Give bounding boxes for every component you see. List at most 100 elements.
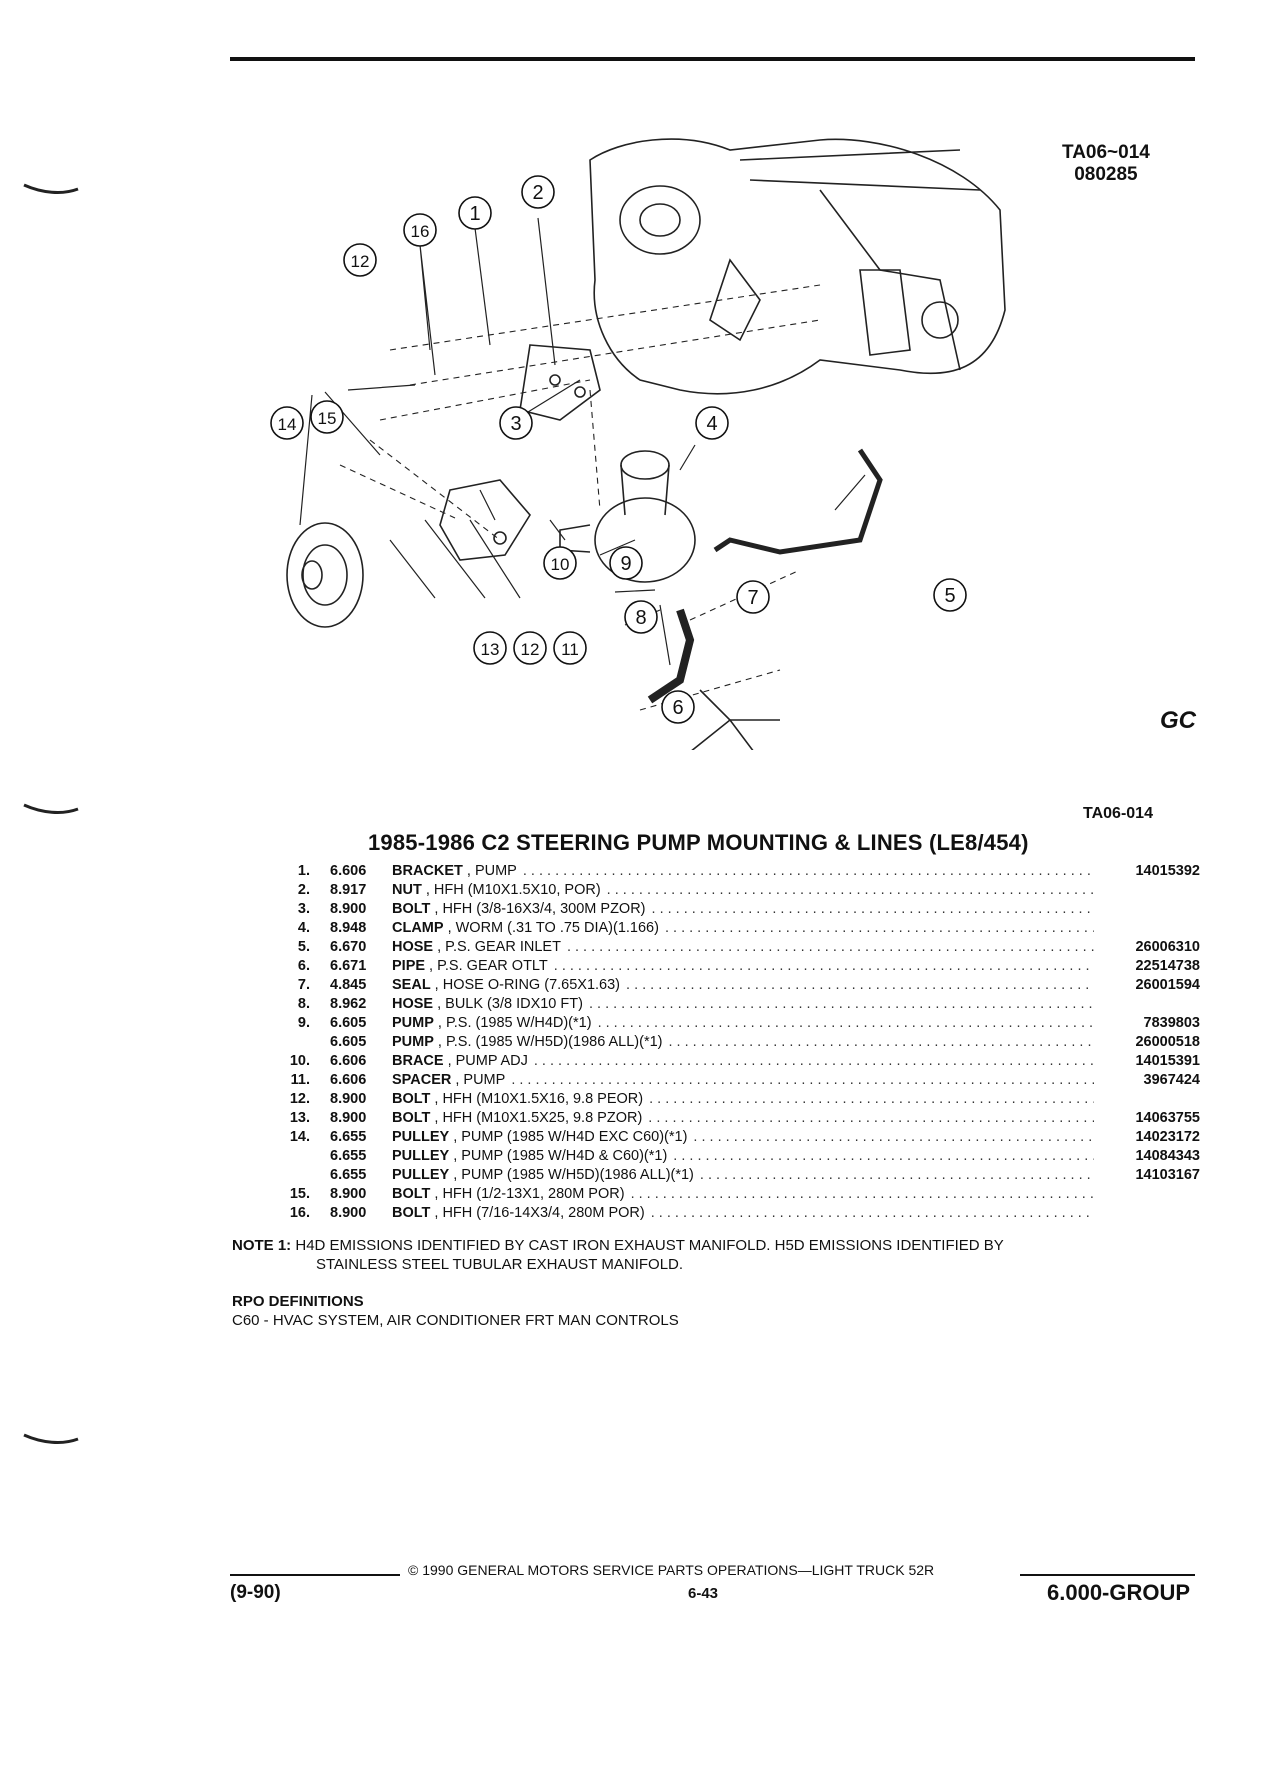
item-number: 4. [297,920,310,936]
part-description: , BULK (3/8 IDX10 FT) [437,996,583,1012]
item-number: 10. [289,1053,310,1069]
group-number: 6.655 [330,1167,367,1183]
part-name: SPACER [392,1072,452,1088]
item-number: 12. [289,1091,310,1107]
group-number: 8.917 [330,882,367,898]
callout-1: 1 [458,196,492,230]
callout-14: 14 [270,406,304,440]
group-number: 8.900 [330,1091,367,1107]
svg-text:16: 16 [411,222,430,241]
part-number: 26000518 [1135,1034,1200,1050]
group-number: 4.845 [330,977,367,993]
part-description: , HFH (3/8-16X3/4, 300M PZOR) [434,901,646,917]
part-name: PULLEY [392,1148,450,1164]
item-number: 16. [289,1205,310,1221]
binder-punch-mark [23,803,79,814]
callout-5: 5 [933,578,967,612]
gear-inlet-hose [713,448,883,555]
svg-text:10: 10 [551,555,570,574]
footer-rule-right [1020,1574,1195,1576]
binder-punch-mark [23,1433,79,1444]
group-number: 6.606 [330,863,367,879]
dot-leader [700,1167,1094,1183]
item-number: 6. [297,958,310,974]
part-name: BOLT [392,1205,431,1221]
section-title: 1985-1986 C2 STEERING PUMP MOUNTING & LI… [368,830,1029,855]
rpo-definitions: RPO DEFINITIONS C60 - HVAC SYSTEM, AIR C… [232,1292,679,1330]
figure-code-line2: 080285 [1074,164,1138,185]
dot-leader [534,1053,1094,1069]
gm-logo: GC [1160,707,1196,734]
dot-leader [626,977,1094,993]
svg-text:14: 14 [278,415,297,434]
dot-leader [651,1205,1094,1221]
dot-leader [665,920,1094,936]
part-name: PUMP [392,1034,434,1050]
callout-8: 8 [624,600,658,634]
part-number: 14103167 [1135,1167,1200,1183]
callout-7: 7 [736,580,770,614]
part-description: , P.S. GEAR OTLT [429,958,548,974]
item-number: 11. [290,1072,310,1088]
binder-punch-mark [23,183,79,194]
callout-4: 4 [695,406,729,440]
part-number: 14015391 [1135,1053,1200,1069]
part-name: BOLT [392,1186,431,1202]
group-number: 6.655 [330,1148,367,1164]
bulk-hose [647,608,695,704]
part-description: , P.S. (1985 W/H4D)(*1) [437,1015,592,1031]
callout-3: 3 [499,406,533,440]
part-description: , WORM (.31 TO .75 DIA)(1.166) [447,920,659,936]
group-label: 6.000-GROUP [1047,1580,1191,1605]
part-number: 14063755 [1135,1110,1200,1126]
dot-leader [649,1091,1094,1107]
svg-text:13: 13 [481,640,500,659]
exploded-diagram: 1 2 3 4 5 6 7 8 9 10 11 12 12 13 14 15 1… [270,138,1006,750]
group-number: 8.948 [330,920,367,936]
figure-code: TA06~014 080285 [1062,142,1150,186]
callout-6: 6 [661,690,695,724]
note-line2: STAINLESS STEEL TUBULAR EXHAUST MANIFOLD… [316,1256,684,1273]
dot-leader [648,1110,1094,1126]
date-code: (9-90) [230,1582,281,1603]
svg-text:2: 2 [532,182,543,204]
callout-2: 2 [521,175,555,209]
page-number: 6-43 [688,1585,719,1602]
part-description: , PUMP (1985 W/H4D EXC C60)(*1) [453,1129,688,1145]
svg-text:12: 12 [351,252,370,271]
group-number: 8.900 [330,901,367,917]
steering-pump [594,497,696,583]
item-number: 7. [297,977,310,993]
group-number: 8.962 [330,996,367,1012]
item-number: 9. [297,1015,310,1031]
part-description: , HFH (M10X1.5X10, POR) [425,882,601,898]
pump-brace [439,479,531,561]
dot-leader [669,1034,1095,1050]
svg-text:5: 5 [944,585,955,607]
dot-leader [607,882,1094,898]
callout-9: 9 [609,546,643,580]
part-name: HOSE [392,939,434,955]
dot-leader [652,901,1094,917]
part-name: PULLEY [392,1167,450,1183]
group-number: 6.671 [330,958,367,974]
note-label: NOTE 1: [232,1237,292,1254]
callout-16: 16 [403,213,437,247]
group-number: 8.900 [330,1186,367,1202]
part-description: , HFH (1/2-13X1, 280M POR) [434,1186,625,1202]
svg-text:7: 7 [747,587,758,609]
part-name: SEAL [392,977,431,993]
dot-leader [673,1148,1094,1164]
callout-13: 13 [473,631,507,665]
group-number: 6.606 [330,1072,367,1088]
svg-text:4: 4 [706,413,717,435]
